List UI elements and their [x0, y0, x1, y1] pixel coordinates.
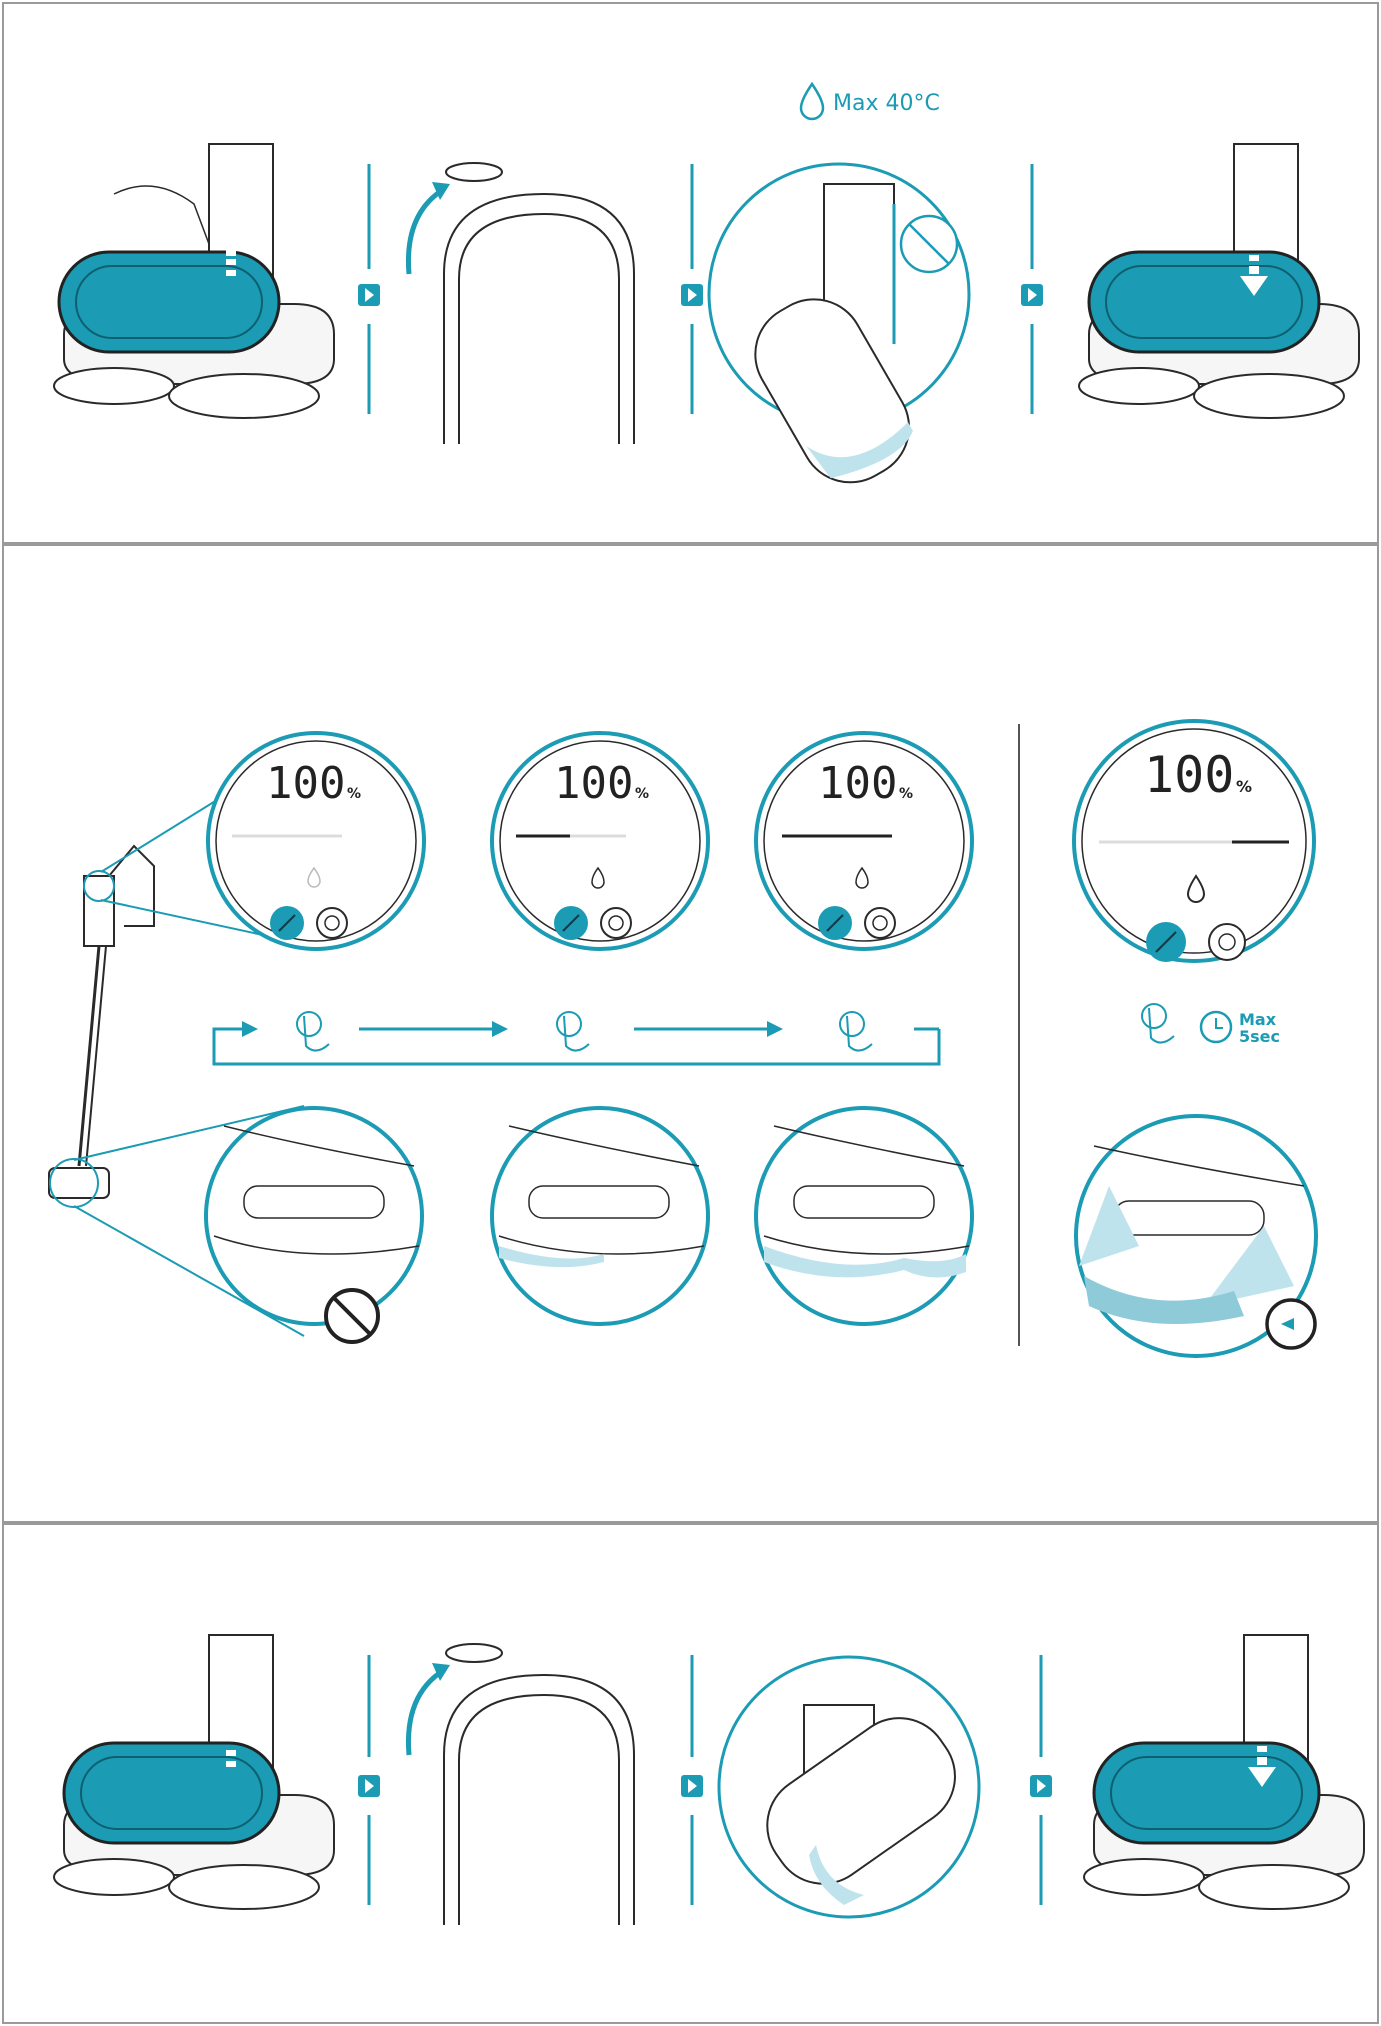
water-drop-icon [307, 866, 321, 888]
step-fill-water: Max 40°C [707, 81, 971, 484]
battery-percent-unit: % [635, 786, 649, 802]
max-temperature-label: Max 40°C [833, 91, 940, 116]
nozzle-no-water [204, 1106, 424, 1344]
battery-percent-unit: % [899, 786, 913, 802]
empty-tank-illustration [53, 1634, 1365, 1925]
mode-cycle-arrows [212, 1011, 941, 1066]
power-icon [1208, 923, 1246, 961]
power-icon [864, 907, 896, 939]
step-remove-tank [53, 143, 335, 419]
nozzle-medium-flow [754, 1106, 974, 1326]
fill-tank-illustration: Max 40°C [53, 81, 1360, 484]
nozzle-low-flow [490, 1106, 710, 1326]
water-drop-icon [799, 81, 825, 121]
display-mode-off: 100 % [206, 731, 426, 951]
tap-hand-icon [839, 1011, 873, 1052]
battery-percentage: 100 [554, 758, 633, 809]
water-drop-icon [855, 866, 869, 889]
water-flow-illustration: 100 % 100 % 100 % [48, 719, 1318, 1358]
battery-percentage: 100 [1144, 746, 1234, 804]
panel-fill-tank: Max 40°C [2, 2, 1379, 544]
arrow-up-icon [217, 232, 245, 276]
display-mode-medium: 100 % [754, 731, 974, 951]
arrow-up-icon [217, 1723, 245, 1767]
stick-vacuum [48, 844, 155, 1208]
tap-hand-icon [556, 1011, 590, 1052]
panel-water-flow-modes: 100 % 100 % 100 % [2, 544, 1379, 1523]
battery-percentage: 100 [266, 758, 345, 809]
battery-percent-unit: % [347, 786, 361, 802]
nozzle-boost-spray [1074, 1114, 1318, 1358]
water-drop-icon [1186, 874, 1206, 903]
display-mode-boost: 100 % [1072, 719, 1316, 963]
power-icon [600, 907, 632, 939]
display-mode-low: 100 % [490, 731, 710, 951]
arrow-down-icon [1240, 244, 1268, 296]
hold-duration-label: Max [1239, 1010, 1277, 1029]
battery-percentage: 100 [818, 758, 897, 809]
panel-empty-tank [2, 1523, 1379, 2024]
tap-hand-icon [1141, 1003, 1175, 1044]
step-open-cap [405, 1643, 635, 1925]
hold-duration-value: 5sec [1239, 1027, 1280, 1046]
step-open-cap [405, 162, 635, 444]
step-insert-tank [1083, 1634, 1365, 1910]
battery-percent-unit: % [1236, 777, 1252, 796]
power-icon [316, 907, 348, 939]
tap-hand-icon [296, 1011, 330, 1052]
clock-icon [1199, 1010, 1233, 1044]
step-pour-out [717, 1655, 981, 1919]
step-insert-tank [1078, 143, 1360, 419]
water-drop-icon [591, 866, 605, 889]
arrow-down-icon [1248, 1735, 1276, 1787]
step-remove-tank [53, 1634, 335, 1910]
